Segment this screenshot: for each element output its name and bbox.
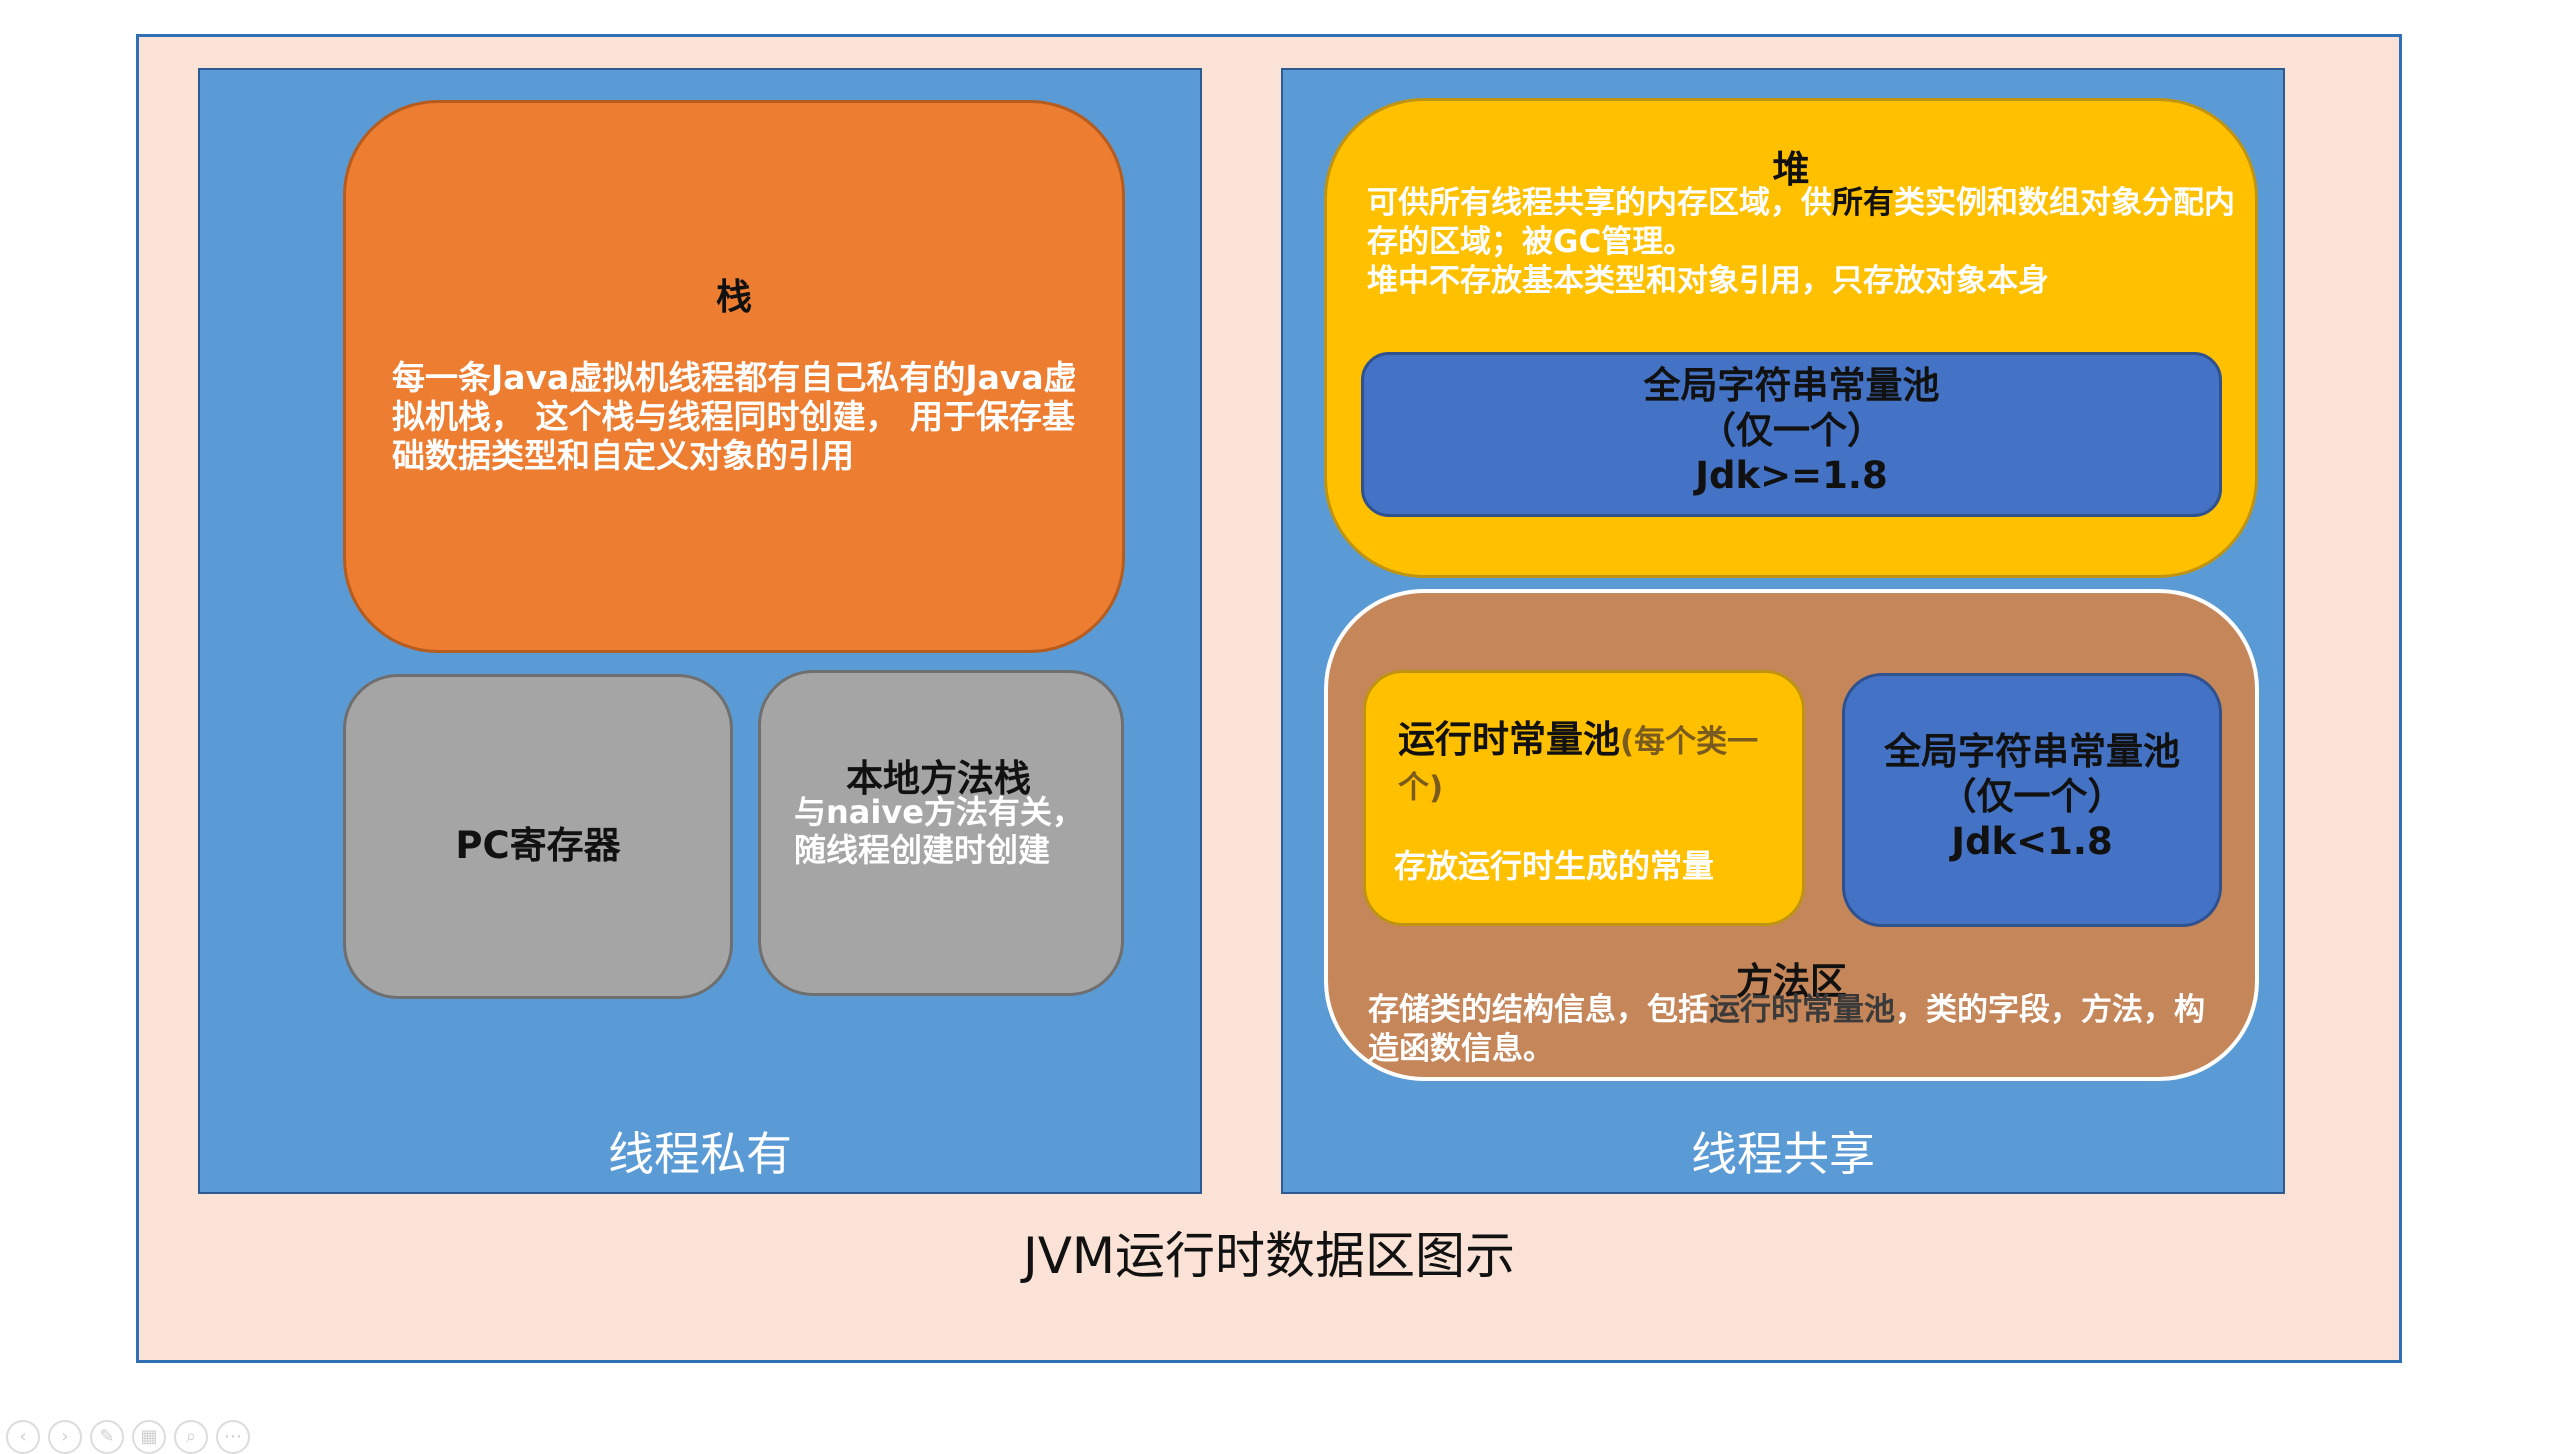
heap-desc-part2: 所有: [1832, 185, 1894, 221]
rcp-subtitle: (每个类一个): [1398, 724, 1759, 806]
pc-register-label: PC寄存器: [455, 824, 621, 867]
zoom-icon[interactable]: ⌕: [174, 1420, 208, 1454]
heap-desc-part1: 可供所有线程共享的内存区域，供: [1367, 185, 1832, 221]
method-area-box: 运行时常量池(每个类一个) 存放运行时生成的常量 全局字符串常量池 （仅一个） …: [1324, 589, 2259, 1081]
method-desc-part2: 运行时常量池: [1709, 992, 1895, 1028]
heap-box: 堆 可供所有线程共享的内存区域，供所有类实例和数组对象分配内存的区域；被GC管理…: [1324, 98, 2258, 578]
slides-icon[interactable]: ▦: [132, 1420, 166, 1454]
heap-desc-part3: 类实例和数组对象分配内存的区域；被GC管理。: [1367, 185, 2235, 260]
slide-caption: JVM运行时数据区图示: [1022, 1227, 1516, 1285]
global-pool-heap-line3: Jdk>=1.8: [1695, 454, 1888, 497]
global-pool-heap-line1: 全局字符串常量池: [1643, 364, 1940, 407]
stack-description: 每一条Java虚拟机线程都有自己私有的Java虚拟机栈， 这个栈与线程同时创建，…: [392, 358, 1077, 475]
global-pool-method-line1: 全局字符串常量池: [1884, 730, 2180, 773]
heap-desc-line3: 堆中不存放基本类型和对象引用，只存放对象本身: [1367, 263, 2049, 299]
heap-description: 可供所有线程共享的内存区域，供所有类实例和数组对象分配内存的区域；被GC管理。 …: [1367, 184, 2235, 301]
native-stack-title: 本地方法栈: [846, 757, 1031, 800]
thread-private-panel: 栈 每一条Java虚拟机线程都有自己私有的Java虚拟机栈， 这个栈与线程同时创…: [198, 68, 1202, 1194]
thread-private-caption: 线程私有: [608, 1127, 792, 1181]
method-area-title: 方法区: [1736, 960, 1847, 1003]
thread-shared-panel: 堆 可供所有线程共享的内存区域，供所有类实例和数组对象分配内存的区域；被GC管理…: [1281, 68, 2285, 1194]
heap-title: 堆: [1772, 148, 1810, 191]
slideshow-toolbar: ‹ › ✎ ▦ ⌕ ⋯: [6, 1420, 250, 1454]
method-area-description: 存储类的结构信息，包括运行时常量池，类的字段，方法，构造函数信息。: [1368, 991, 2225, 1069]
rcp-title-text: 运行时常量池: [1398, 718, 1620, 761]
method-desc-part3: ，类的字段，方法，构造函数信息。: [1368, 992, 2205, 1067]
global-pool-method-line2: （仅一个）: [1939, 775, 2125, 818]
global-string-pool-method-area: 全局字符串常量池 （仅一个） Jdk<1.8: [1842, 673, 2222, 927]
runtime-constant-pool-description: 存放运行时生成的常量: [1394, 847, 1715, 885]
method-desc-part1: 存储类的结构信息，包括: [1368, 992, 1709, 1028]
more-icon[interactable]: ⋯: [216, 1420, 250, 1454]
next-icon[interactable]: ›: [48, 1420, 82, 1454]
global-pool-method-line3: Jdk<1.8: [1951, 820, 2113, 863]
stack-title: 栈: [715, 277, 752, 318]
stack-box: 栈 每一条Java虚拟机线程都有自己私有的Java虚拟机栈， 这个栈与线程同时创…: [343, 100, 1125, 653]
pc-register-box: PC寄存器: [343, 674, 733, 999]
global-string-pool-heap: 全局字符串常量池 （仅一个） Jdk>=1.8: [1361, 352, 2222, 517]
native-stack-description: 与naive方法有关，随线程创建时创建: [794, 793, 1084, 869]
runtime-constant-pool-box: 运行时常量池(每个类一个) 存放运行时生成的常量: [1363, 670, 1805, 926]
runtime-constant-pool-title: 运行时常量池(每个类一个): [1398, 718, 1777, 810]
pen-icon[interactable]: ✎: [90, 1420, 124, 1454]
prev-icon[interactable]: ‹: [6, 1420, 40, 1454]
slide: 栈 每一条Java虚拟机线程都有自己私有的Java虚拟机栈， 这个栈与线程同时创…: [136, 34, 2402, 1363]
global-pool-heap-line2: （仅一个）: [1699, 409, 1884, 452]
native-method-stack-box: 本地方法栈 与naive方法有关，随线程创建时创建: [758, 670, 1124, 996]
thread-shared-caption: 线程共享: [1691, 1127, 1875, 1181]
